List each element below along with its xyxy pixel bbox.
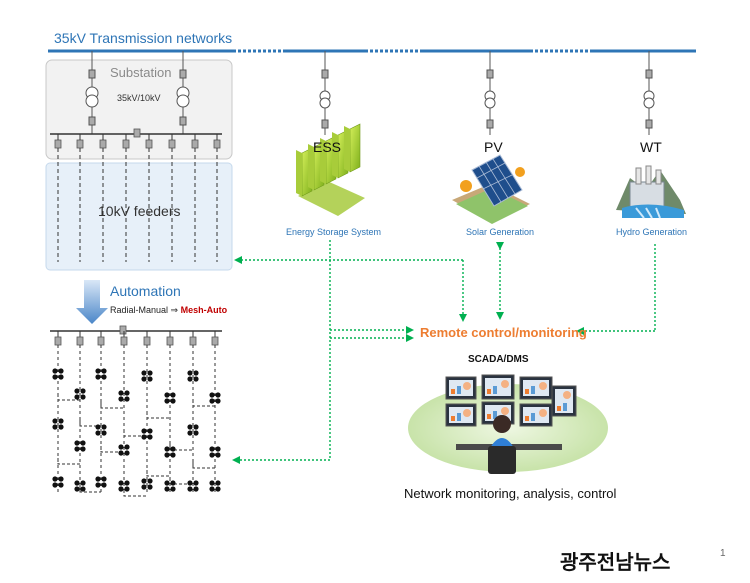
scada-illustration <box>408 374 608 474</box>
scada-caption: Network monitoring, analysis, control <box>404 486 617 501</box>
control-links <box>232 240 656 464</box>
mesh-breaker <box>166 336 174 346</box>
pv-solar-illustration <box>452 154 530 224</box>
mesh-tie-line <box>100 446 124 453</box>
mesh-breaker <box>54 336 62 346</box>
substation-transformers <box>85 51 190 134</box>
feeder-bus-top <box>50 128 222 138</box>
mesh-switch <box>141 370 153 382</box>
mesh-breaker <box>143 336 151 346</box>
feeder-breaker <box>54 139 62 149</box>
mesh-switch <box>52 368 64 380</box>
pv-short: PV <box>484 139 503 155</box>
mesh-tie-line <box>192 400 215 407</box>
mesh-tie-line <box>123 430 147 437</box>
mesh-switch <box>164 392 176 404</box>
remote-control-label: Remote control/monitoring <box>420 325 587 340</box>
ess-branch <box>319 51 331 135</box>
mesh-switch <box>209 446 221 458</box>
feeder-lines-top <box>54 134 221 262</box>
mesh-switch <box>52 476 64 488</box>
substation-title: Substation <box>110 65 172 80</box>
mesh-switch <box>74 480 86 492</box>
mesh-switch <box>74 388 86 400</box>
automation-highlight: Mesh-Auto <box>180 305 228 315</box>
mesh-tie-line <box>123 490 147 497</box>
battery-cell <box>349 123 361 173</box>
mesh-switch <box>187 370 199 382</box>
mesh-switch <box>209 392 221 404</box>
hydro-illustration <box>616 165 686 219</box>
feeder-breaker <box>76 139 84 149</box>
pv-caption: Solar Generation <box>466 227 535 237</box>
mesh-tie-line <box>57 394 80 401</box>
news-logo: 광주전남뉴스 <box>560 552 671 574</box>
wt-short: WT <box>640 139 662 155</box>
automation-arrow <box>76 280 108 324</box>
feeder-breaker <box>99 139 107 149</box>
mesh-breaker <box>211 336 219 346</box>
mesh-tie-line <box>100 402 124 409</box>
page-number: 1 <box>720 548 726 559</box>
mesh-switch <box>118 390 130 402</box>
der-branches <box>319 51 655 135</box>
mesh-tie-line <box>57 458 80 465</box>
automation-prefix: Radial-Manual ⇒ <box>110 305 181 315</box>
feeder-breaker <box>168 139 176 149</box>
transformer-label: 35kV/10kV <box>117 93 161 103</box>
mesh-switch <box>74 440 86 452</box>
mesh-tie-line <box>192 462 215 469</box>
mesh-switch <box>141 428 153 440</box>
mesh-switch <box>95 424 107 436</box>
ess-caption: Energy Storage System <box>286 227 382 237</box>
mesh-switch <box>95 476 107 488</box>
mesh-breaker <box>76 336 84 346</box>
mesh-switch <box>164 480 176 492</box>
feeder-breaker <box>145 139 153 149</box>
mesh-switch <box>141 478 153 490</box>
mesh-switch <box>118 444 130 456</box>
mesh-switch <box>118 480 130 492</box>
mesh-tie-line <box>169 444 193 451</box>
automation-subtitle: Radial-Manual ⇒ Mesh-Auto <box>110 305 227 316</box>
mesh-breaker <box>97 336 105 346</box>
pv-branch <box>484 51 496 135</box>
mesh-switch <box>52 418 64 430</box>
ess-short: ESS <box>313 139 342 155</box>
mesh-switch <box>164 446 176 458</box>
mesh-tie-line <box>79 420 101 427</box>
mesh-breaker <box>189 336 197 346</box>
feeder-bus-bottom <box>50 325 222 335</box>
scada-title: SCADA/DMS <box>468 354 529 365</box>
mesh-network <box>52 331 221 497</box>
ess-battery-illustration <box>296 123 365 216</box>
mesh-tie-line <box>79 486 101 493</box>
mesh-switch <box>187 424 199 436</box>
wt-branch <box>643 51 655 135</box>
feeder-breaker <box>191 139 199 149</box>
mesh-switch <box>209 480 221 492</box>
mesh-switch <box>95 368 107 380</box>
feeders-label: 10kV feeders <box>98 203 181 219</box>
feeders-box <box>45 162 233 271</box>
mesh-tie-line <box>169 478 193 485</box>
mesh-tie-line <box>146 412 170 419</box>
feeder-breaker <box>213 139 221 149</box>
automation-title: Automation <box>110 283 181 299</box>
feeder-breaker <box>122 139 130 149</box>
mesh-tie-line <box>146 470 170 477</box>
mesh-breaker <box>120 336 128 346</box>
wt-caption: Hydro Generation <box>616 227 688 237</box>
mesh-switch <box>187 480 199 492</box>
bus-title: 35kV Transmission networks <box>54 30 233 46</box>
